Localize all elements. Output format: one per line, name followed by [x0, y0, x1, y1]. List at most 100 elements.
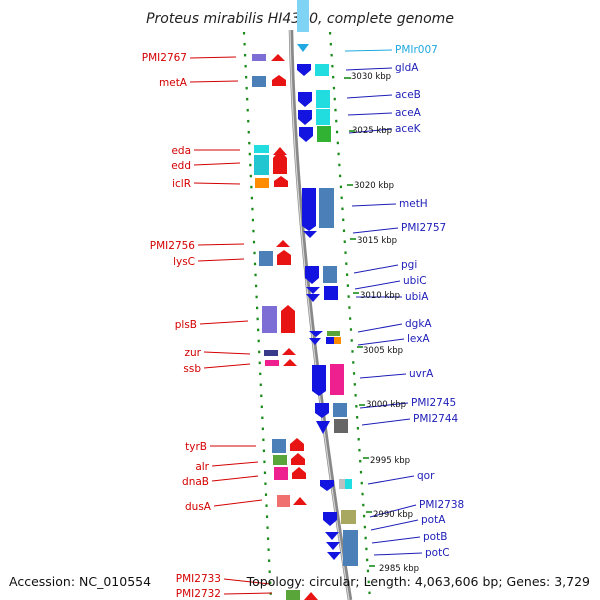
- gene-block: [316, 421, 330, 434]
- gene-block: [319, 188, 334, 228]
- right-gene-label: uvrA: [409, 368, 434, 380]
- gene-block: [273, 455, 287, 465]
- right-gene-label: potC: [425, 547, 450, 559]
- gene-block: [316, 90, 330, 108]
- gene-block: [254, 155, 269, 175]
- right-gene-label: potA: [421, 514, 446, 526]
- gene-block: [252, 76, 266, 87]
- right-gene-label: PMI2745: [411, 397, 456, 409]
- right-gene-label: lexA: [407, 333, 430, 345]
- gene-block: [333, 403, 347, 417]
- right-gene-label: metH: [399, 198, 428, 210]
- left-gene-label: lysC: [173, 256, 195, 268]
- gene-block: [276, 240, 290, 247]
- right-gene-label: potB: [423, 531, 447, 543]
- rna-gene: [297, 44, 309, 52]
- kbp-label: 3030 kbp: [351, 72, 391, 82]
- kbp-label: 3000 kbp: [366, 400, 406, 410]
- left-gene-label: dnaB: [182, 476, 209, 488]
- right-gene-label: PMI2744: [413, 413, 459, 425]
- gene-block: [293, 497, 307, 505]
- left-gene-label: eda: [171, 145, 191, 157]
- gene-block: [262, 306, 277, 333]
- genome-backbone: [288, 29, 353, 600]
- gene-block: [298, 92, 312, 107]
- right-rna-label: PMIr007: [395, 44, 438, 56]
- gene-block: [315, 403, 329, 418]
- left-leader-lines: [189, 56, 273, 595]
- right-leader-lines: [344, 49, 423, 556]
- gene-block: [277, 495, 290, 507]
- left-gene-label: PMI2732: [176, 588, 221, 600]
- gene-block: [325, 532, 339, 540]
- left-gene-label: PMI2733: [176, 573, 221, 585]
- gene-block: [255, 178, 269, 188]
- left-gene-label: PMI2756: [150, 240, 196, 252]
- gene-block: [265, 360, 279, 366]
- kbp-label: 2995 kbp: [370, 456, 410, 466]
- gene-block: [291, 453, 305, 465]
- gene-block: [286, 590, 300, 600]
- gene-block: [303, 231, 317, 238]
- gene-block: [334, 419, 348, 433]
- kbp-label: 3010 kbp: [360, 291, 400, 301]
- left-tick-track: [242, 31, 273, 600]
- right-gene-label: qor: [417, 470, 435, 482]
- accession-text: Accession: NC_010554: [9, 574, 151, 589]
- gene-block: [309, 331, 323, 337]
- gene-block: [290, 438, 304, 451]
- gene-block: [306, 287, 320, 294]
- gene-block: [273, 150, 287, 174]
- right-tick-track: [328, 31, 372, 600]
- gene-block: [316, 109, 330, 125]
- kbp-label: 3025 kbp: [352, 126, 392, 136]
- gene-block: [283, 359, 297, 366]
- gene-block: [298, 110, 312, 125]
- left-gene-label: tyrB: [185, 441, 207, 453]
- right-gene-label: dgkA: [405, 318, 432, 330]
- gene-block: [339, 479, 345, 489]
- gene-block: [345, 479, 352, 489]
- right-gene-label: ubiC: [403, 275, 427, 287]
- gene-block: [274, 176, 288, 187]
- gene-block: [306, 294, 320, 302]
- gene-block: [302, 188, 316, 231]
- kbp-label: 2990 kbp: [373, 510, 413, 520]
- left-gene-label: alr: [195, 461, 209, 473]
- left-gene-label: PMI2767: [142, 52, 187, 64]
- topology-text: Topology: circular; Length: 4,063,606 bp…: [246, 574, 590, 589]
- gene-block: [323, 512, 337, 526]
- gene-block: [330, 364, 344, 395]
- kbp-label: 3020 kbp: [354, 181, 394, 191]
- gene-block: [343, 530, 358, 566]
- kbp-label: 3005 kbp: [363, 346, 403, 356]
- kbp-label: 2985 kbp: [379, 564, 419, 574]
- right-gene-label: aceA: [395, 107, 422, 119]
- gene-block: [320, 480, 334, 491]
- right-gene-label: PMI2738: [419, 499, 464, 511]
- right-gene-label: pgi: [401, 259, 417, 271]
- gene-block: [282, 348, 296, 355]
- gene-block: [341, 510, 356, 524]
- right-gene-label: ubiA: [405, 291, 429, 303]
- gene-block: [312, 365, 326, 396]
- gene-block: [317, 126, 331, 142]
- gene-block: [334, 337, 341, 344]
- gene-block: [272, 439, 286, 453]
- gene-block: [327, 552, 341, 560]
- kbp-label: 3015 kbp: [357, 236, 397, 246]
- gene-block: [305, 266, 319, 284]
- left-gene-label: metA: [159, 77, 188, 89]
- gene-block: [299, 127, 313, 142]
- right-gene-label: gldA: [395, 62, 419, 74]
- rna-gene: [297, 0, 309, 32]
- gene-block: [315, 64, 329, 76]
- gene-block: [297, 64, 311, 76]
- left-gene-label: ssb: [183, 363, 201, 375]
- left-gene-label: zur: [185, 347, 202, 359]
- right-gene-label: PMI2757: [401, 222, 446, 234]
- gene-block: [327, 331, 340, 336]
- gene-block: [323, 266, 337, 283]
- left-gene-label: edd: [171, 160, 191, 172]
- gene-block: [304, 592, 318, 600]
